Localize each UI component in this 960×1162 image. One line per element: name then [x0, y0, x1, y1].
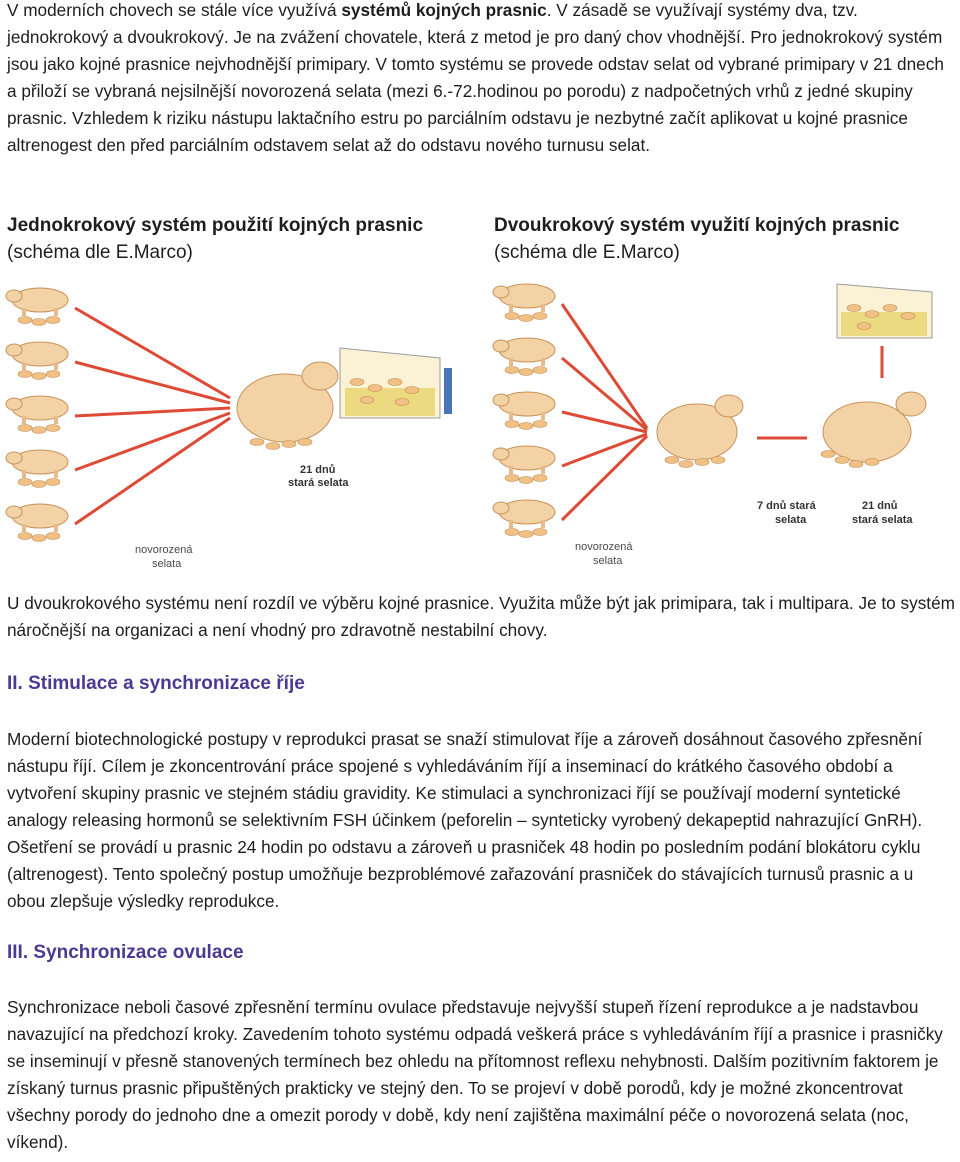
old-piglets-label-line2: stará selata — [852, 514, 913, 526]
transfer-arrows — [74, 306, 231, 526]
newborn-label-line2: selata — [152, 558, 182, 570]
seven-day-label-line2: selata — [775, 514, 807, 526]
figure-right-title: Dvoukrokový systém využití kojných prasn… — [494, 215, 900, 236]
seven-day-label-line1: 7 dnů stará — [757, 500, 817, 512]
old-piglets-label-line1: 21 dnů — [862, 500, 897, 512]
second-nurse-sow — [820, 391, 927, 468]
weaned-piglets-pen — [836, 283, 933, 378]
donor-sows-column — [492, 283, 556, 538]
section-2-heading: II. Stimulace a synchronizace říje — [7, 673, 305, 694]
figure-left-title: Jednokrokový systém použití kojných pras… — [7, 215, 424, 236]
two-step-system-diagram: 7 dnů stará selata 21 dnů stará selata n… — [492, 283, 933, 567]
intro-paragraph: V moderních chovech se stále více využív… — [7, 0, 955, 159]
one-step-system-diagram: 21 dnů stará selata novorozená selata — [5, 287, 452, 570]
newborn-label-line1: novorozená — [575, 541, 633, 553]
old-piglets-label-line2: stará selata — [288, 477, 349, 489]
first-nurse-sow — [656, 394, 744, 468]
figure-left-caption: Jednokrokový systém použití kojných pras… — [7, 212, 423, 266]
weaned-piglets-pen — [339, 347, 452, 419]
section-2-body: Moderní biotechnologické postupy v repro… — [7, 729, 923, 911]
after-figures-paragraph: U dvoukrokového systému není rozdíl ve v… — [7, 593, 955, 640]
section-3-body: Synchronizace neboli časové zpřesnění te… — [7, 997, 943, 1152]
transfer-arrows — [560, 303, 807, 522]
intro-text-rest: . V zásadě se využívají systémy dva, tzv… — [7, 0, 944, 155]
figure-right-subtitle: (schéma dle E.Marco) — [494, 242, 680, 263]
old-piglets-label-line1: 21 dnů — [300, 464, 335, 476]
figure-right-caption: Dvoukrokový systém využití kojných prasn… — [494, 212, 900, 266]
donor-sows-column — [5, 287, 69, 542]
nurse-sow — [236, 361, 339, 450]
intro-bold-term: systémů kojných prasnic — [341, 0, 547, 20]
newborn-label-line2: selata — [593, 555, 623, 567]
newborn-label-line1: novorozená — [135, 544, 193, 556]
intro-text-start: V moderních chovech se stále více využív… — [7, 0, 342, 20]
section-3-heading: III. Synchronizace ovulace — [7, 942, 244, 963]
figure-left-subtitle: (schéma dle E.Marco) — [7, 242, 193, 263]
